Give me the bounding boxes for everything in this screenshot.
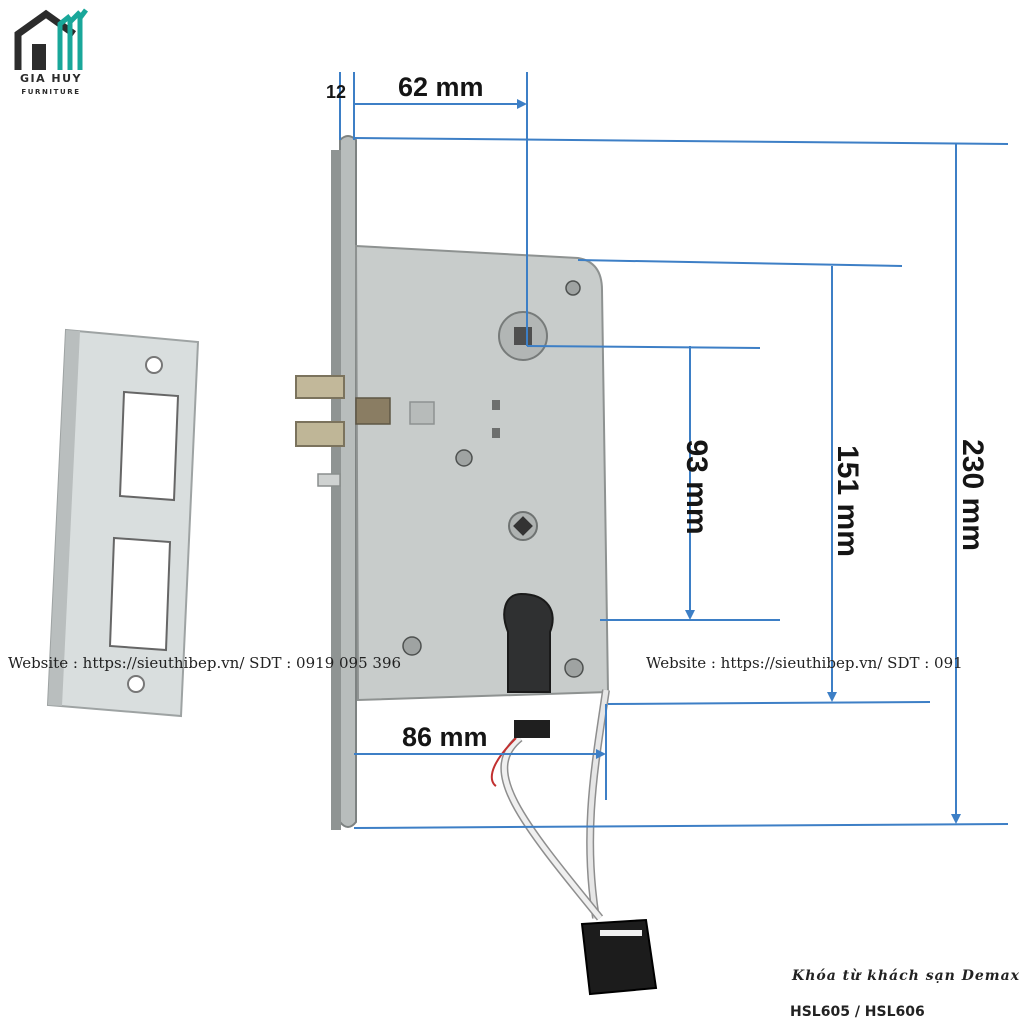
case-screw-icon (402, 636, 422, 656)
small-connector (514, 720, 550, 738)
house-logo-icon (14, 8, 88, 70)
dimension-handle-to-cylinder: 93 mm (680, 439, 713, 535)
lock-case (354, 244, 610, 702)
lock-cable (490, 689, 658, 996)
strike-plate (46, 328, 200, 718)
dimension-lines (339, 72, 1009, 829)
brand-logo (8, 4, 104, 104)
strike-opening-upper (118, 390, 180, 502)
case-screw-icon (564, 658, 584, 678)
dimension-case-depth: 86 mm (402, 722, 488, 752)
logo-tagline: FURNITURE (21, 88, 81, 96)
watermark-right: Website : https://sieuthibep.vn/ SDT : 0… (646, 654, 963, 672)
dimension-backset: 62 mm (398, 72, 484, 102)
product-caption: Khóa từ khách sạn Demax (792, 968, 1020, 984)
case-screw-icon (565, 280, 581, 296)
case-screw-icon (455, 449, 473, 467)
dimension-case-height: 151 mm (831, 445, 864, 557)
lock-faceplate (331, 135, 357, 830)
cable-connector (580, 918, 658, 996)
strike-screw-hole-top-icon (145, 356, 163, 374)
logo-brand-name: GIA HUY (19, 72, 83, 85)
latch-bolt (295, 375, 345, 487)
dimension-faceplate-height: 230 mm (956, 439, 989, 551)
watermark-left: Website : https://sieuthibep.vn/ SDT : 0… (8, 654, 402, 672)
product-model: HSL605 / HSL606 (790, 1004, 925, 1020)
strike-opening-lower (108, 536, 172, 652)
cylinder-hole (503, 592, 554, 693)
dimension-faceplate-thickness: 12 (326, 82, 347, 102)
strike-screw-hole-bottom-icon (127, 675, 145, 693)
